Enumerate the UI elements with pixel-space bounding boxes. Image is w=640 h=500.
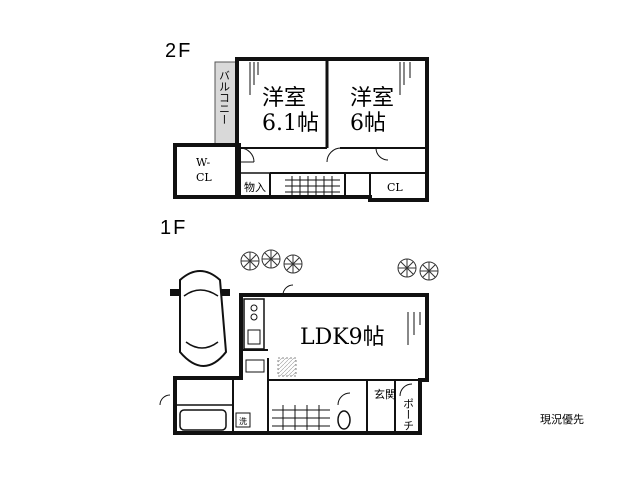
- refrigerator: [245, 359, 265, 373]
- stairs-1f: [272, 405, 330, 430]
- room-size-western-a: 6.1帖: [262, 111, 319, 136]
- room-name-western-a: 洋室: [262, 86, 306, 111]
- room-balcony: バルコニー: [218, 70, 231, 125]
- floor-label-1f: 1F: [160, 217, 187, 239]
- room-porch: ポーチ: [402, 398, 415, 431]
- room-entrance: 玄関: [374, 387, 396, 401]
- note-current-condition: 現況優先: [540, 412, 584, 426]
- kitchen-counter: [243, 298, 265, 350]
- garden-trees: [240, 249, 439, 281]
- second-floor: [173, 57, 429, 202]
- toilet: [337, 410, 351, 430]
- room-name-western-b: 洋室: [350, 86, 394, 111]
- bathtub: [179, 409, 227, 431]
- room-size-western-b: 6帖: [350, 111, 386, 136]
- room-ldk: LDK9帖: [300, 325, 385, 350]
- car-icon: [170, 270, 230, 367]
- walk-in-closet: [173, 143, 241, 199]
- room-wash: 洗: [239, 416, 247, 426]
- floor-label-2f: 2F: [165, 40, 192, 62]
- washing-machine: [235, 412, 251, 428]
- room-wcl-line2: CL: [196, 171, 212, 184]
- stairs-2f: [285, 176, 340, 196]
- first-floor: [159, 284, 429, 435]
- room-closet: CL: [387, 181, 403, 194]
- room-wcl-line1: W-: [196, 156, 211, 169]
- room-storage: 物入: [244, 180, 266, 194]
